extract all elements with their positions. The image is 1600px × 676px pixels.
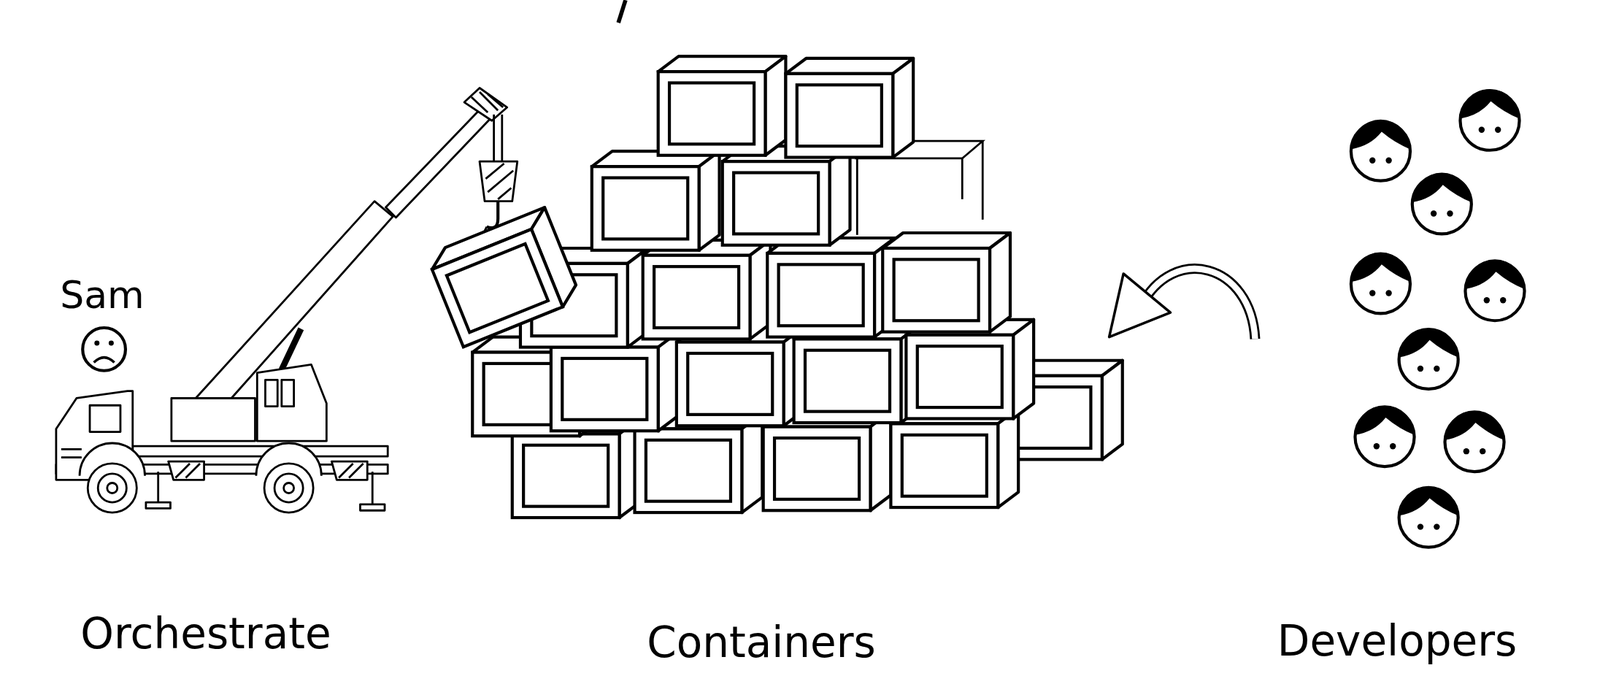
person-name: Sam bbox=[59, 275, 145, 314]
section-label: Containers bbox=[646, 621, 876, 664]
container-box bbox=[794, 323, 922, 423]
container-box bbox=[591, 151, 720, 251]
developer-faces bbox=[1351, 89, 1525, 548]
sad-face bbox=[82, 327, 126, 371]
developer-face bbox=[1464, 259, 1525, 321]
developer-face bbox=[1445, 410, 1505, 472]
developer-face bbox=[1354, 405, 1414, 467]
container-box bbox=[658, 56, 787, 156]
container-box bbox=[890, 408, 1019, 508]
container-box bbox=[676, 327, 805, 427]
container-box bbox=[722, 145, 851, 246]
container-pile bbox=[426, 56, 1123, 518]
section-label: Developers bbox=[1277, 619, 1518, 663]
developer-face bbox=[1412, 172, 1472, 235]
developer-face bbox=[1351, 252, 1411, 314]
developer-face bbox=[1351, 119, 1411, 182]
lifted-container bbox=[426, 207, 582, 347]
developer-face bbox=[1399, 486, 1459, 548]
curved-arrow bbox=[1109, 268, 1256, 339]
container-box bbox=[882, 232, 1011, 333]
container-box bbox=[785, 58, 914, 158]
container-box bbox=[905, 319, 1034, 419]
section-label: Orchestrate bbox=[80, 612, 331, 655]
container-box bbox=[767, 237, 895, 338]
developer-face bbox=[1459, 89, 1519, 151]
developer-face bbox=[1399, 327, 1459, 390]
container-box bbox=[643, 240, 771, 340]
title-fragment bbox=[618, 0, 626, 23]
